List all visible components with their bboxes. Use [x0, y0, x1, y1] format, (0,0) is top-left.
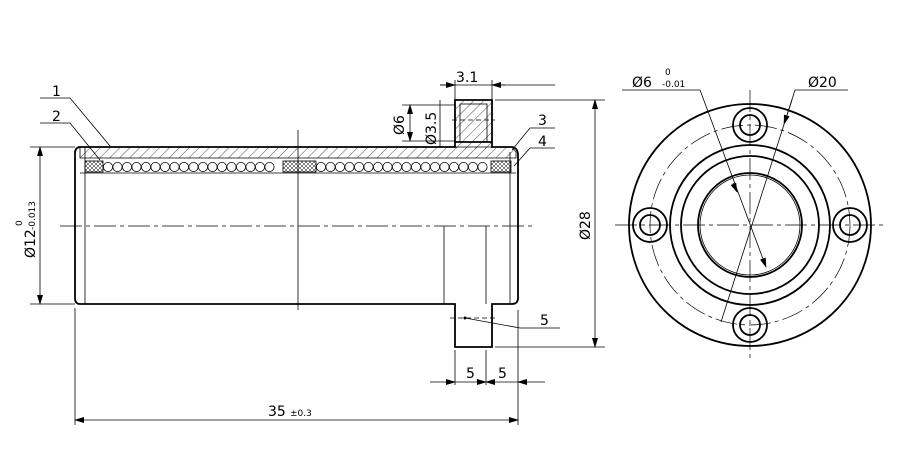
ball	[216, 161, 227, 172]
ball	[207, 161, 218, 172]
front-view: Ø6 0 -0.01 Ø20	[615, 68, 885, 358]
ball	[420, 161, 431, 172]
ball	[429, 161, 440, 172]
dim-bore-tol-lower: -0.013	[28, 201, 38, 230]
ball	[122, 161, 133, 172]
dim-shaft-dia: Ø6	[632, 75, 652, 91]
ball	[372, 161, 383, 172]
callout-4: 4	[538, 134, 547, 150]
dim-flange-dia: Ø28	[578, 211, 594, 240]
ball	[150, 161, 161, 172]
dim-flange-width: 3.1	[456, 70, 478, 86]
ball	[439, 161, 450, 172]
ball	[235, 161, 246, 172]
side-section-view	[60, 99, 532, 348]
ball	[264, 161, 275, 172]
ball	[363, 161, 374, 172]
ball	[382, 161, 393, 172]
ball	[401, 161, 412, 172]
ball	[458, 161, 469, 172]
ball	[159, 161, 170, 172]
ball	[334, 161, 345, 172]
ball	[477, 161, 488, 172]
ball	[245, 161, 256, 172]
side-dimensions: 3.1 Ø6 Ø3.5 Ø12 0 -0.013 Ø28 5 5 35 ±0.3	[15, 70, 605, 425]
ball	[353, 161, 364, 172]
flange-top	[454, 99, 493, 142]
ball	[103, 161, 114, 172]
callout-1: 1	[52, 84, 61, 100]
dim-bore-tol-upper: 0	[15, 220, 25, 226]
ball	[344, 161, 355, 172]
callout-5: 5	[540, 313, 549, 329]
ball	[112, 161, 123, 172]
dim-body-dia: Ø20	[808, 75, 837, 91]
dim-flange-thickness: 5	[466, 366, 475, 382]
ball	[178, 161, 189, 172]
part-callouts: 1 2 3 4 5	[40, 84, 560, 329]
ball-row	[103, 161, 488, 172]
dim-bore-dia: Ø12	[23, 229, 39, 258]
ball	[131, 161, 142, 172]
dim-shaft-tol-upper: 0	[665, 68, 671, 78]
callout-3: 3	[538, 113, 547, 129]
ball	[140, 161, 151, 172]
dim-pilot-length: 5	[498, 366, 507, 382]
dim-shaft-tol-lower: -0.01	[662, 80, 685, 90]
ball	[410, 161, 421, 172]
ball	[188, 161, 199, 172]
ball	[226, 161, 237, 172]
body-outline	[74, 141, 519, 348]
ball	[169, 161, 180, 172]
callout-2: 2	[52, 109, 61, 125]
ball	[254, 161, 265, 172]
ball	[325, 161, 336, 172]
ball	[448, 161, 459, 172]
ball	[197, 161, 208, 172]
ball	[315, 161, 326, 172]
dim-bolt-dia: Ø6	[392, 115, 408, 135]
dim-overall-tol: ±0.3	[290, 409, 312, 419]
dim-hole-dia: Ø3.5	[424, 112, 440, 145]
dim-overall-length: 35	[268, 404, 286, 420]
ball	[391, 161, 402, 172]
ball	[467, 161, 478, 172]
